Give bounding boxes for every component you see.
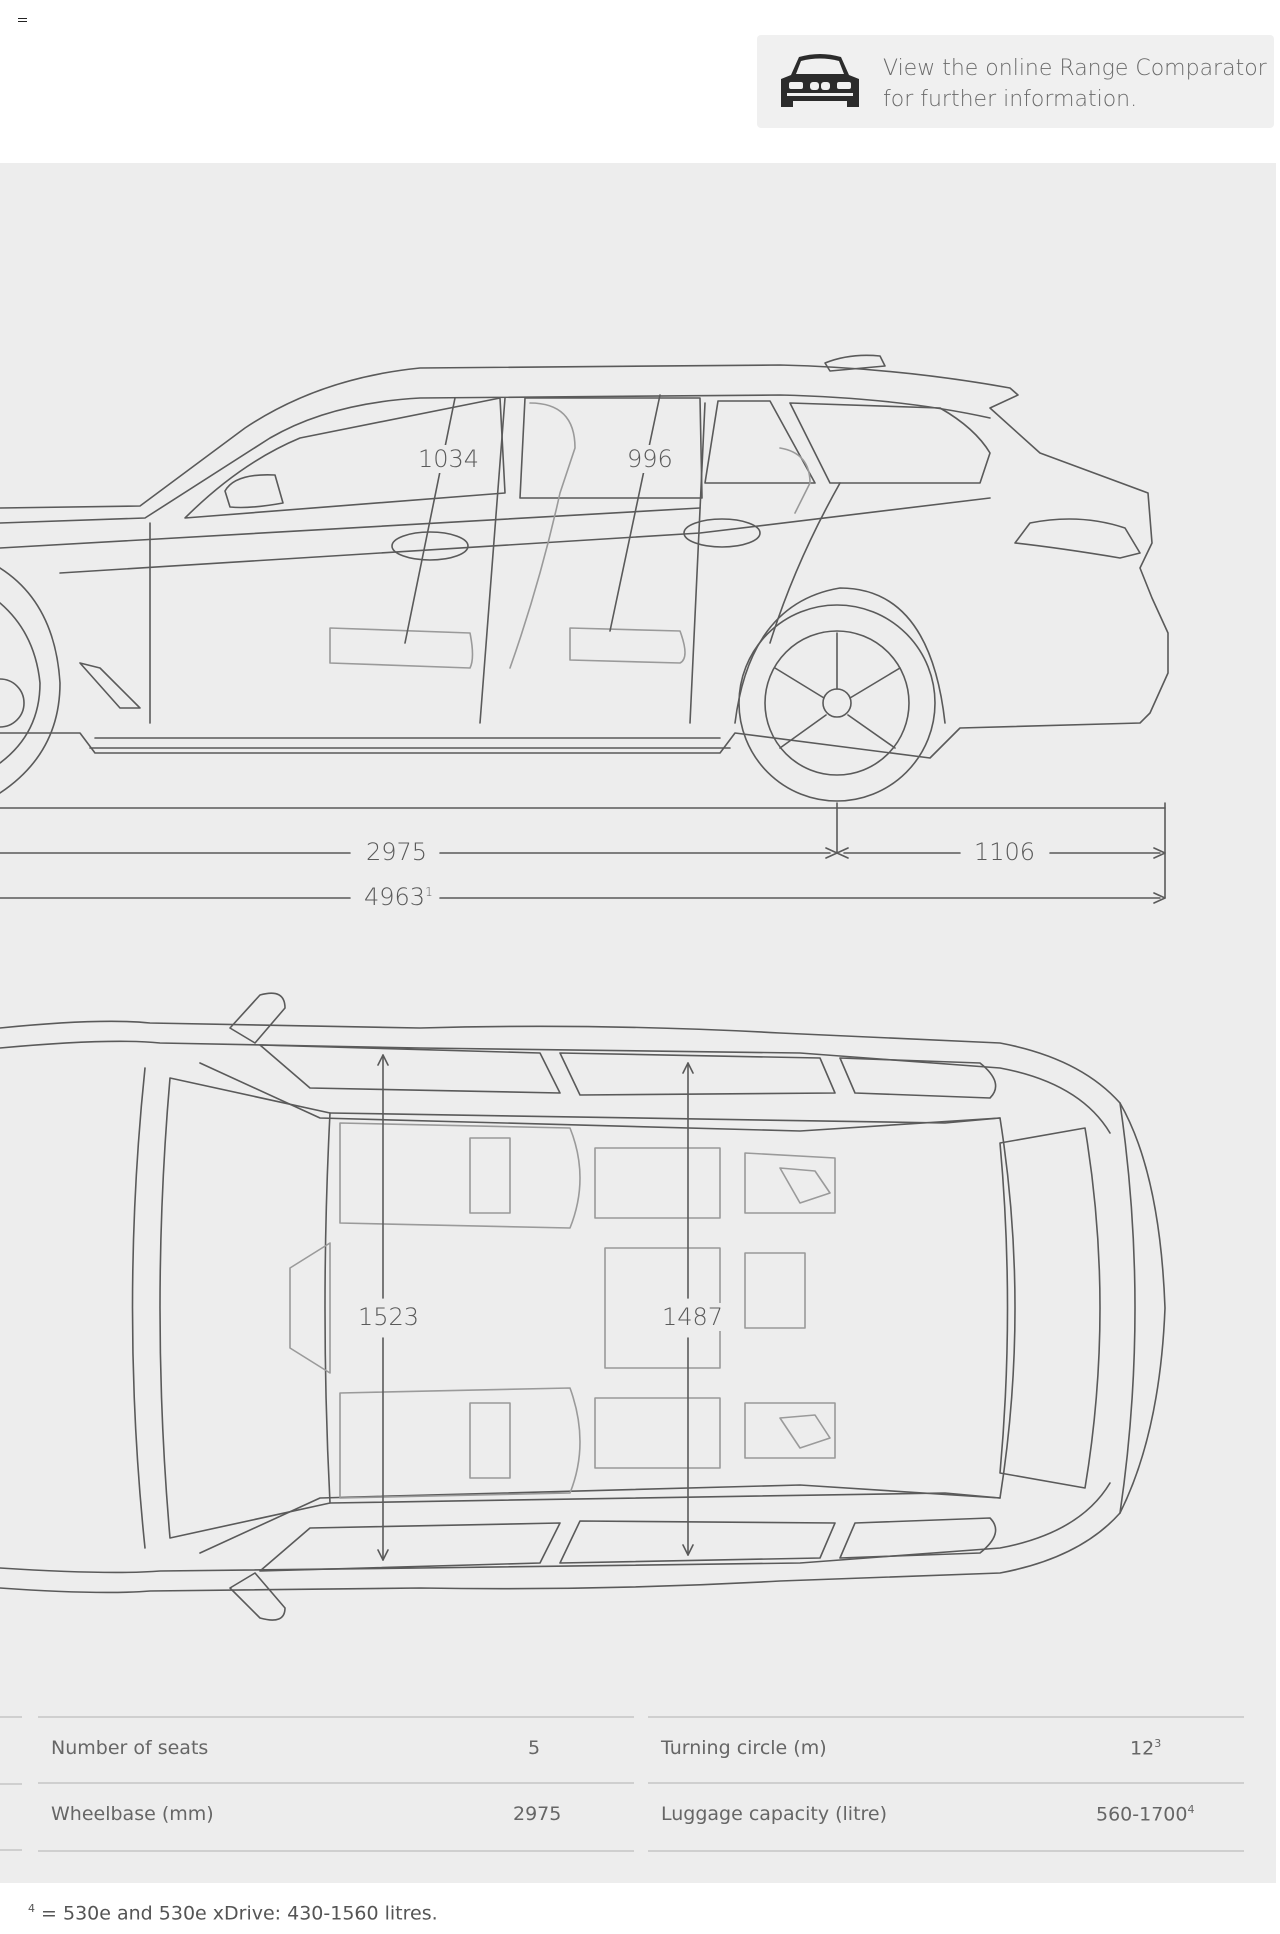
spec-label: Luggage capacity (litre) <box>661 1803 888 1825</box>
footnote: 4 = 530e and 530e xDrive: 430-1560 litre… <box>28 1902 438 1924</box>
spec-row-seats: Number of seats 5 <box>38 1716 634 1784</box>
rear-track-label: 1487 <box>658 1303 728 1331</box>
dimension-drawing-panel: 1034 996 2975 1106 49631 1523 1487 <box>0 163 1276 1883</box>
rear-headroom-label: 996 <box>623 445 677 473</box>
spec-row-wheelbase: Wheelbase (mm) 2975 <box>38 1782 634 1852</box>
spec-note: 4 <box>1187 1803 1195 1816</box>
rear-overhang-label: 1106 <box>970 838 1040 866</box>
spec-label: Number of seats <box>51 1737 209 1759</box>
spec-row-turning-circle: Turning circle (m) 123 <box>648 1716 1244 1784</box>
spec-value-number: 12 <box>1130 1737 1155 1760</box>
hamburger-icon[interactable] <box>18 18 27 24</box>
spec-label: Wheelbase (mm) <box>51 1803 214 1825</box>
spec-table-right: Turning circle (m) 123 Luggage capacity … <box>648 1716 1244 1854</box>
range-comparator-text: View the online Range Comparator for fur… <box>883 53 1267 115</box>
table-rule-stub <box>0 1849 22 1851</box>
spec-value: 2975 <box>513 1803 562 1825</box>
spec-row-luggage: Luggage capacity (litre) 560-17004 <box>648 1782 1244 1852</box>
table-rule-stub <box>0 1716 22 1718</box>
spec-note: 3 <box>1154 1737 1162 1750</box>
front-headroom-label: 1034 <box>414 445 484 473</box>
overall-length-value: 4963 <box>364 883 426 911</box>
spec-value: 123 <box>1130 1737 1161 1759</box>
wheelbase-dimension-label: 2975 <box>362 838 432 866</box>
car-side-view-drawing <box>0 354 1169 904</box>
table-rule-stub <box>0 1783 22 1785</box>
car-front-icon <box>781 54 859 107</box>
spec-value: 5 <box>528 1737 541 1759</box>
spec-table-left: Number of seats 5 Wheelbase (mm) 2975 <box>38 1716 634 1854</box>
car-top-view-drawing <box>0 992 1166 1621</box>
spec-value-number: 560-1700 <box>1096 1803 1188 1826</box>
range-comparator-line1: View the online Range Comparator <box>883 56 1267 81</box>
spec-label: Turning circle (m) <box>661 1737 827 1759</box>
footnote-marker: 4 <box>28 1902 35 1915</box>
spec-value: 560-17004 <box>1096 1803 1194 1825</box>
range-comparator-link[interactable]: View the online Range Comparator for fur… <box>757 35 1274 128</box>
range-comparator-line2: for further information. <box>883 87 1138 112</box>
overall-length-label: 49631 <box>360 883 437 911</box>
front-track-label: 1523 <box>354 1303 424 1331</box>
overall-length-note: 1 <box>425 885 433 899</box>
footnote-text: = 530e and 530e xDrive: 430-1560 litres. <box>35 1902 438 1925</box>
